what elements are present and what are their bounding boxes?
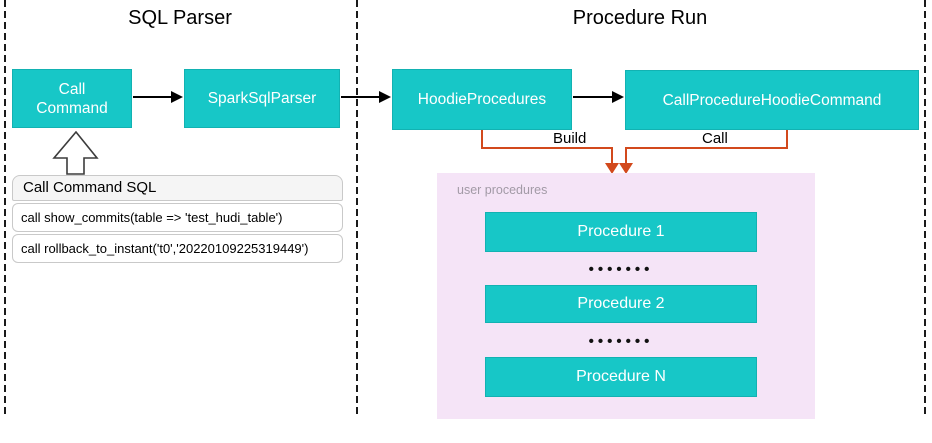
call-connector-segment (786, 130, 788, 149)
procedure-1-node: Procedure 1 (485, 212, 757, 252)
user-procedures-label: user procedures (457, 183, 548, 197)
sql-statement-row: call rollback_to_instant('t0','202201092… (12, 234, 343, 263)
arrow-hoodieprocedures-to-command (573, 96, 613, 98)
left-dashed-border (4, 0, 6, 414)
build-connector-segment (481, 130, 483, 149)
arrow-callcommand-to-parser (133, 96, 172, 98)
build-connector-segment (481, 147, 613, 149)
ellipsis-dots: ••••••• (588, 333, 654, 350)
arrowhead-right-icon (171, 91, 183, 103)
arrowhead-right-icon (612, 91, 624, 103)
arrowhead-right-icon (379, 91, 391, 103)
procedure-n-node: Procedure N (485, 357, 757, 397)
arrowhead-down-icon (605, 163, 619, 174)
hollow-up-arrow-icon (52, 131, 99, 175)
call-command-node: Call Command (12, 69, 132, 128)
hoodie-procedures-node: HoodieProcedures (392, 69, 572, 130)
procedure-2-node: Procedure 2 (485, 285, 757, 323)
arrow-parser-to-hoodieprocedures (341, 96, 380, 98)
arrowhead-down-icon (619, 163, 633, 174)
procedure-run-section-title: Procedure Run (572, 7, 708, 29)
call-connector-segment (625, 147, 788, 149)
user-procedures-container: user procedures Procedure 1 ••••••• Proc… (437, 173, 815, 419)
call-command-sql-panel: Call Command SQL call show_commits(table… (12, 175, 343, 263)
right-dashed-border (924, 0, 926, 414)
ellipsis-dots: ••••••• (588, 261, 654, 278)
build-connector-segment (611, 147, 613, 164)
call-procedure-hoodie-command-node: CallProcedureHoodieCommand (625, 70, 919, 130)
sql-statement-row: call show_commits(table => 'test_hudi_ta… (12, 203, 343, 232)
sql-parser-section-title: SQL Parser (128, 7, 232, 29)
build-edge-label: Build (553, 130, 587, 147)
sql-panel-title: Call Command SQL (12, 175, 343, 201)
spark-sql-parser-node: SparkSqlParser (184, 69, 340, 128)
middle-dashed-border (356, 0, 358, 414)
call-connector-segment (625, 147, 627, 164)
call-edge-label: Call (702, 130, 728, 147)
